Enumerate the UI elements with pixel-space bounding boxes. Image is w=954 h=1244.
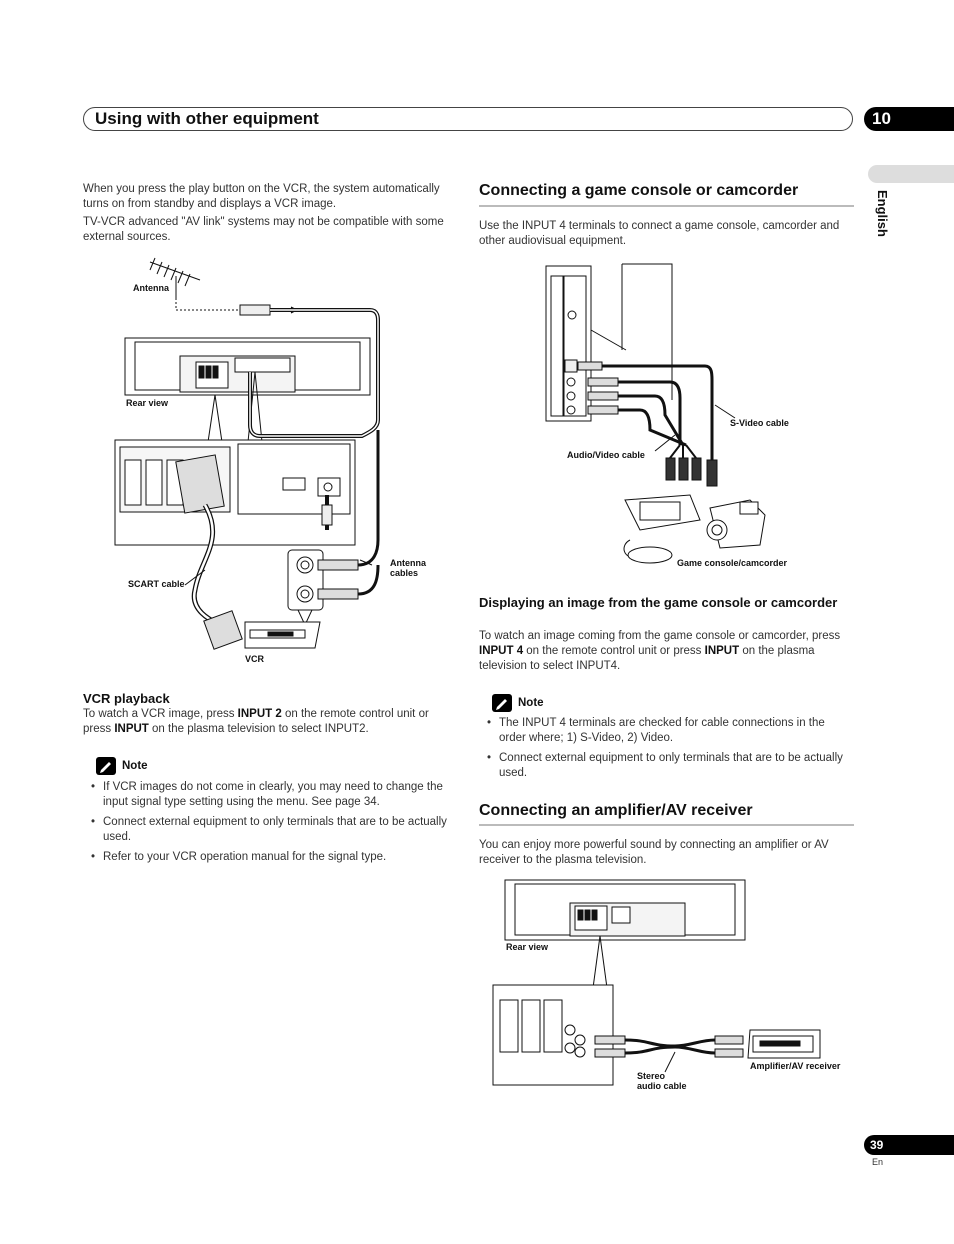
vcr-icon	[244, 621, 321, 649]
label-av-cable: Audio/Video cable	[567, 450, 645, 460]
antenna-icon	[149, 257, 201, 310]
chapter-number: 10	[864, 107, 954, 131]
camcorder-icon	[706, 499, 766, 549]
tv-rear-bottom	[504, 879, 746, 941]
label-antenna-cables-line2: cables	[390, 568, 419, 578]
game-section-text: Use the INPUT 4 terminals to connect a g…	[479, 220, 840, 247]
display-section-heading: Displaying an image from the game consol…	[479, 595, 838, 610]
note-label: Note	[122, 760, 148, 772]
label-game-camcorder: Game console/camcorder	[677, 558, 788, 568]
page-number: 39	[864, 1135, 954, 1155]
list-item: Refer to your VCR operation manual for t…	[88, 850, 458, 865]
list-item: Connect external equipment to only termi…	[484, 751, 854, 781]
page-lang-code: En	[872, 1157, 884, 1167]
display-section-text: To watch an image coming from the game c…	[479, 630, 841, 672]
vcr-playback-heading: VCR playback	[83, 691, 170, 706]
amplifier-icon	[747, 1029, 821, 1059]
label-vcr: VCR	[245, 654, 265, 664]
label-svideo-cable: S-Video cable	[730, 418, 789, 428]
label-stereo-line2: audio cable	[637, 1081, 687, 1091]
section-divider	[479, 205, 854, 207]
section-divider	[479, 824, 854, 826]
intro-paragraph-1: When you press the play button on the VC…	[83, 183, 440, 210]
label-antenna-cables-line1: Antenna	[390, 558, 426, 568]
header-bar	[83, 107, 853, 131]
label-rear-view: Rear view	[126, 398, 169, 408]
page-title: Using with other equipment	[95, 109, 319, 128]
note-pencil-icon	[96, 757, 116, 775]
left-note-list: If VCR images do not come in clearly, yo…	[88, 780, 458, 870]
label-stereo-line1: Stereo	[637, 1071, 666, 1081]
list-item: Connect external equipment to only termi…	[88, 815, 458, 845]
note-pencil-icon	[492, 694, 512, 712]
game-console-icon	[623, 494, 701, 564]
label-antenna: Antenna	[133, 283, 169, 293]
label-amp-receiver: Amplifier/AV receiver	[750, 1061, 841, 1071]
right-note-list: The INPUT 4 terminals are checked for ca…	[484, 716, 854, 786]
tv-rear-top	[124, 337, 371, 396]
label-scart-cable: SCART cable	[128, 579, 185, 589]
amp-section-heading: Connecting an amplifier/AV receiver	[479, 802, 753, 819]
language-tab	[868, 165, 954, 183]
game-section-heading: Connecting a game console or camcorder	[479, 182, 799, 199]
label-rear-view-amp: Rear view	[506, 942, 549, 952]
language-label: English	[875, 190, 890, 237]
intro-paragraph-2: TV-VCR advanced "AV link" systems may no…	[83, 216, 444, 243]
vcr-playback-text: To watch a VCR image, press INPUT 2 on t…	[83, 708, 429, 735]
list-item: If VCR images do not come in clearly, yo…	[88, 780, 458, 810]
list-item: The INPUT 4 terminals are checked for ca…	[484, 716, 854, 746]
amp-section-text: You can enjoy more powerful sound by con…	[479, 839, 829, 866]
note-label: Note	[518, 697, 544, 709]
